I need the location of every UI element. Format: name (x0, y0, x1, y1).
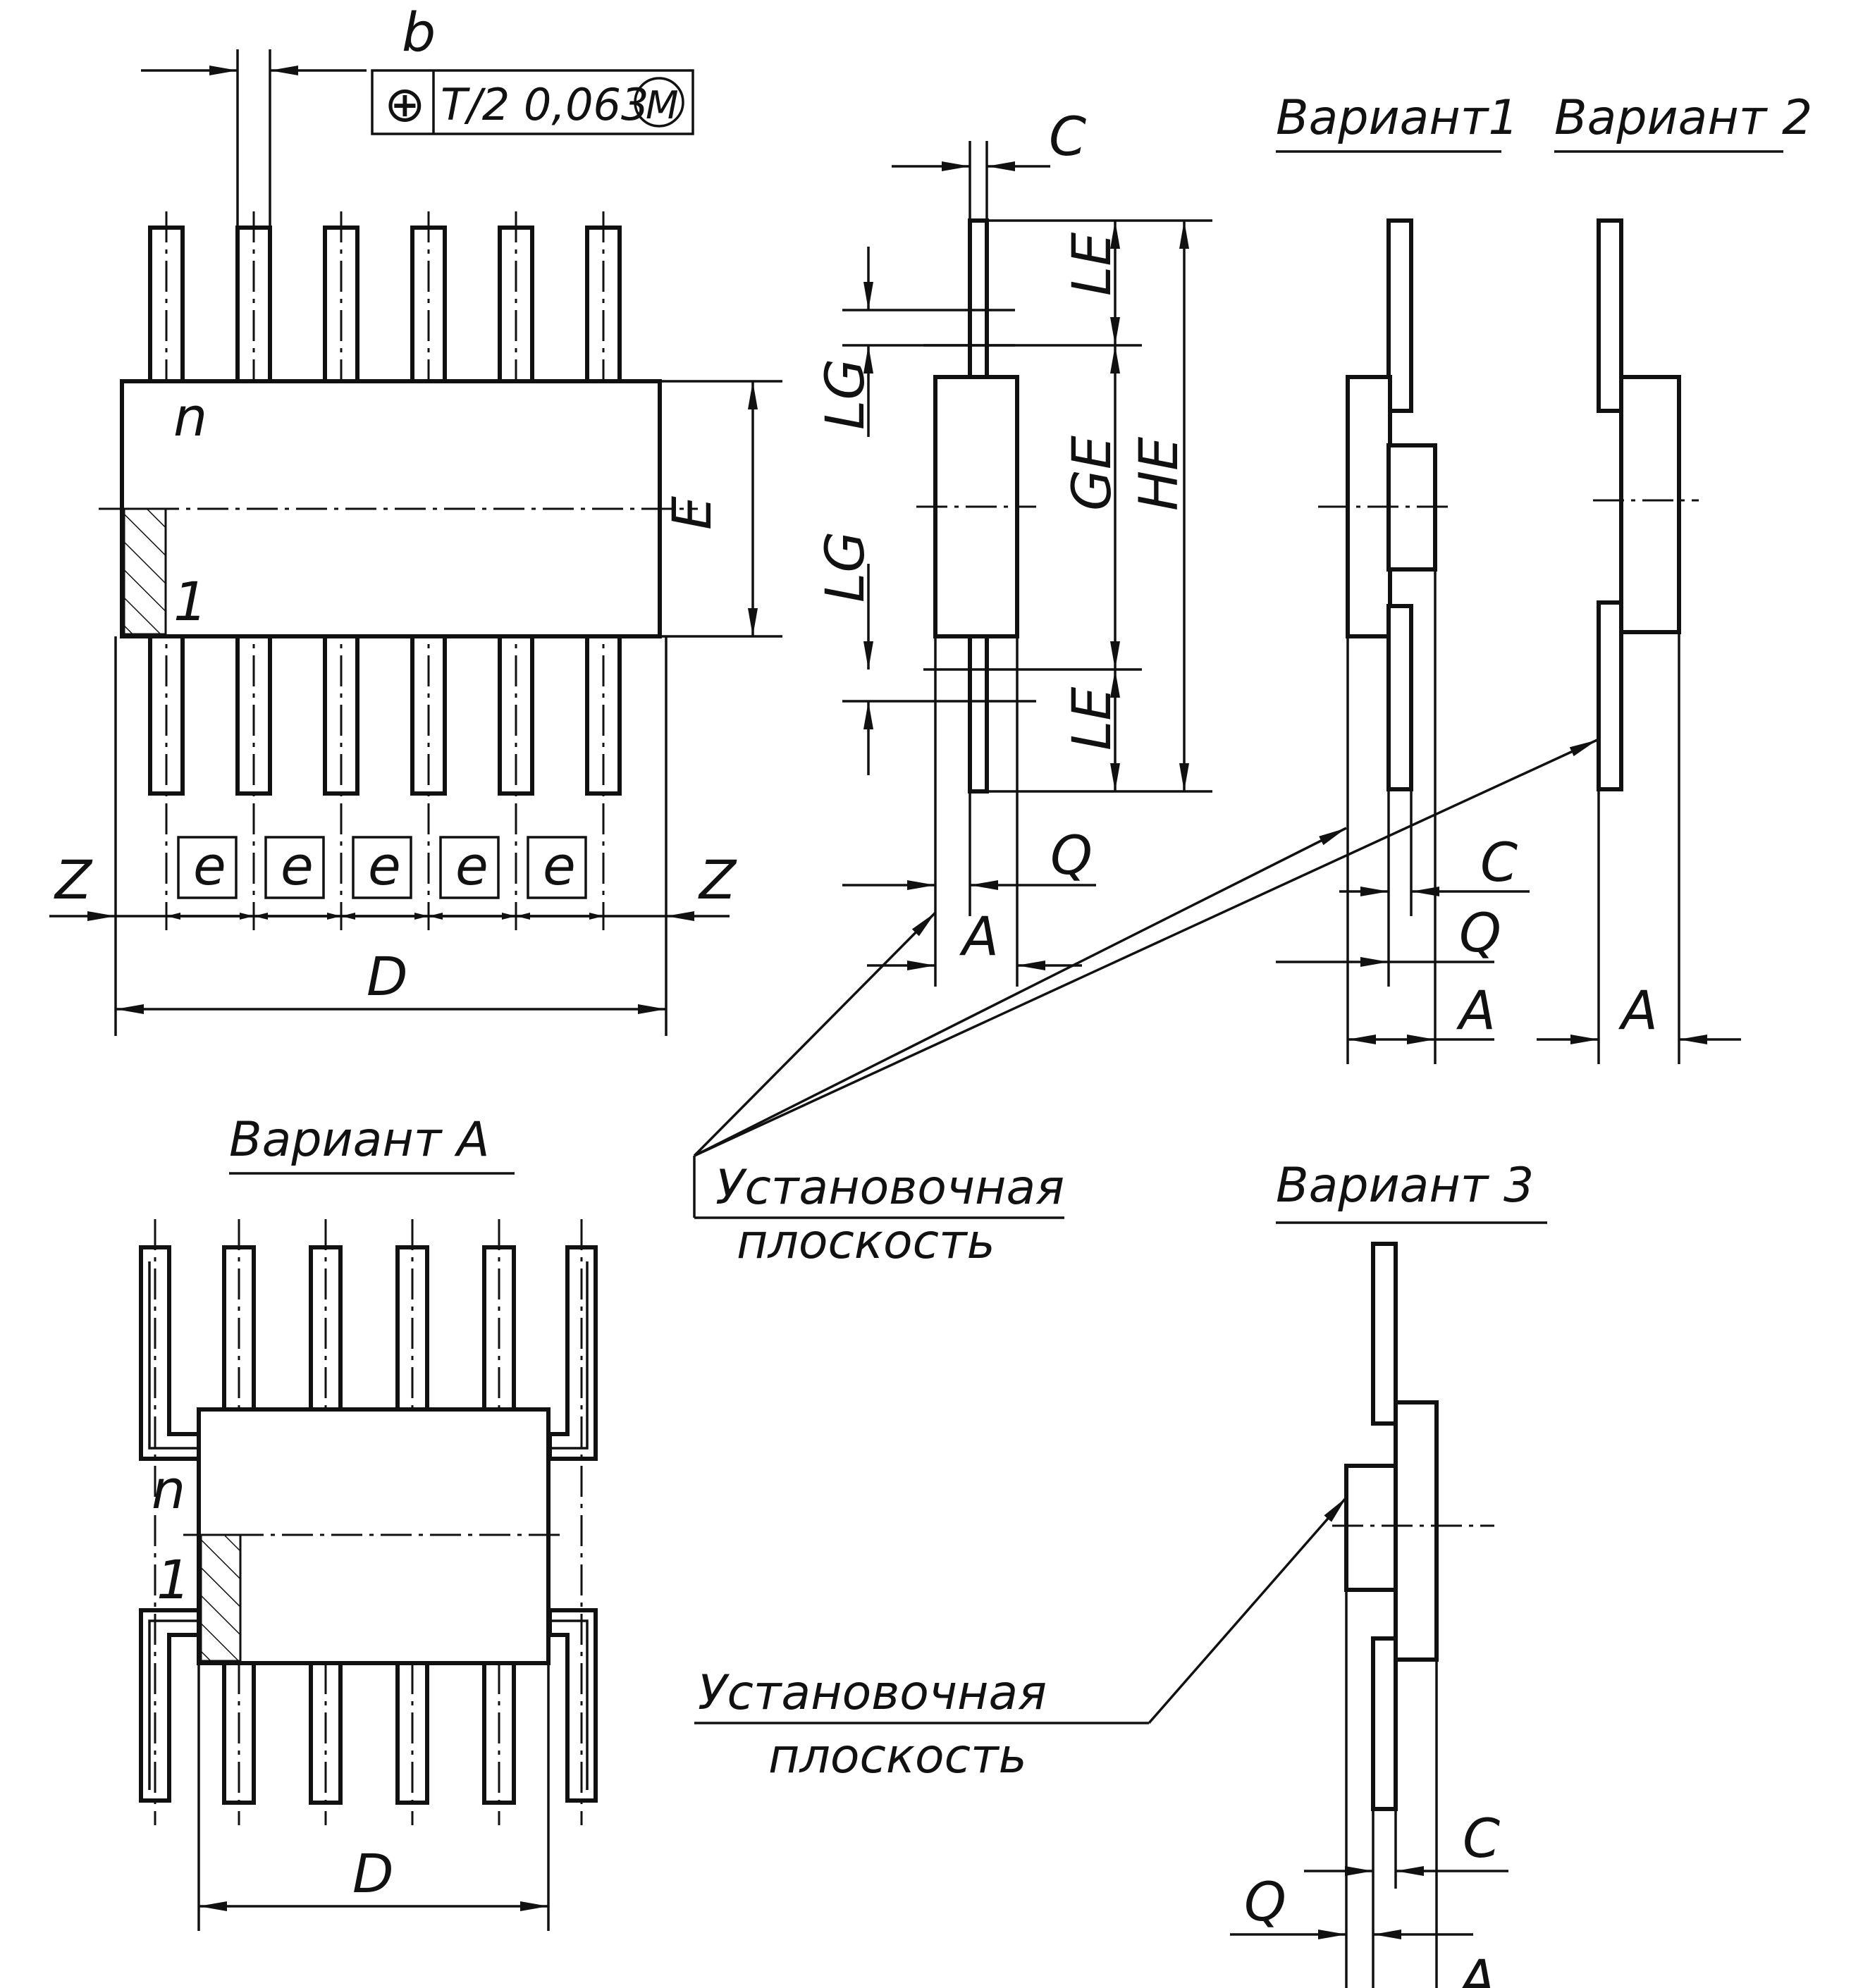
svg-text:e: e (193, 834, 226, 897)
v1-Q: Q (1459, 901, 1501, 964)
pitch-e-boxes: e e e e e (177, 834, 587, 899)
side-LG-bottom: LG (813, 531, 876, 603)
tolerance-frame: ⊕ T/2 0,063 M (371, 69, 694, 135)
variant-3: Вариант 3 C Q A Установочная плоскость (694, 1158, 1547, 1988)
varA-pin-n: n (152, 1458, 185, 1521)
position-symbol-icon: ⊕ (384, 75, 426, 133)
top-leads (148, 226, 622, 383)
dim-D-label: D (367, 945, 408, 1008)
dim-Z-left: Z (54, 848, 93, 911)
svg-text:e: e (455, 834, 488, 897)
v1-C: C (1480, 831, 1518, 894)
mounting-plane-leaders: Установочная плоскость (693, 739, 1598, 1270)
variant-2: Вариант 2 A (1537, 90, 1812, 1064)
pin-n-label: n (173, 385, 207, 448)
dim-E-label: E (660, 496, 723, 530)
svg-text:e: e (281, 834, 314, 897)
tolerance-modifier: M (646, 83, 679, 128)
variantA-title: Вариант А (229, 1112, 490, 1168)
v3-Q: Q (1244, 1870, 1286, 1933)
dim-b-label: b (402, 1, 436, 63)
side-HE: HE (1127, 437, 1190, 511)
v2-A: A (1618, 979, 1658, 1042)
pin-1-label: 1 (173, 570, 207, 633)
side-LE-bottom: LE (1060, 687, 1123, 751)
tolerance-value: T/2 0,063 (441, 79, 648, 130)
mounting-label-1b: плоскость (737, 1214, 995, 1270)
pin1-hatch (123, 507, 167, 636)
varA-D: D (352, 1842, 394, 1905)
side-C-label: C (1049, 105, 1086, 168)
side-view: C LE GE LE HE LG LG Q (813, 105, 1212, 987)
variant-1: Вариант1 C Q A (1276, 90, 1530, 1064)
mounting-label-2: Установочная (698, 1665, 1047, 1721)
dim-Z-right: Z (698, 848, 737, 911)
side-LE-top: LE (1060, 233, 1123, 296)
plan-view: n 1 b ⊕ T/2 0,063 M E e e e e (49, 1, 782, 1036)
variant1-title: Вариант1 (1276, 90, 1519, 146)
side-Q: Q (1050, 824, 1093, 887)
svg-text:e: e (543, 834, 576, 897)
bottom-leads (148, 634, 622, 796)
svg-text:e: e (368, 834, 401, 897)
side-A: A (959, 905, 999, 968)
side-GE: GE (1060, 436, 1123, 511)
variant3-title: Вариант 3 (1276, 1158, 1534, 1214)
mounting-label-1: Установочная (715, 1160, 1064, 1216)
varA-pin-1: 1 (156, 1548, 190, 1611)
mounting-label-2b: плоскость (768, 1729, 1027, 1784)
variant-A: Вариант А n 1 (139, 1112, 598, 1931)
variant2-title: Вариант 2 (1554, 90, 1812, 146)
v3-A: A (1456, 1948, 1496, 1988)
v3-C: C (1463, 1807, 1500, 1870)
v1-A: A (1456, 979, 1496, 1042)
side-LG-top: LG (813, 359, 876, 430)
